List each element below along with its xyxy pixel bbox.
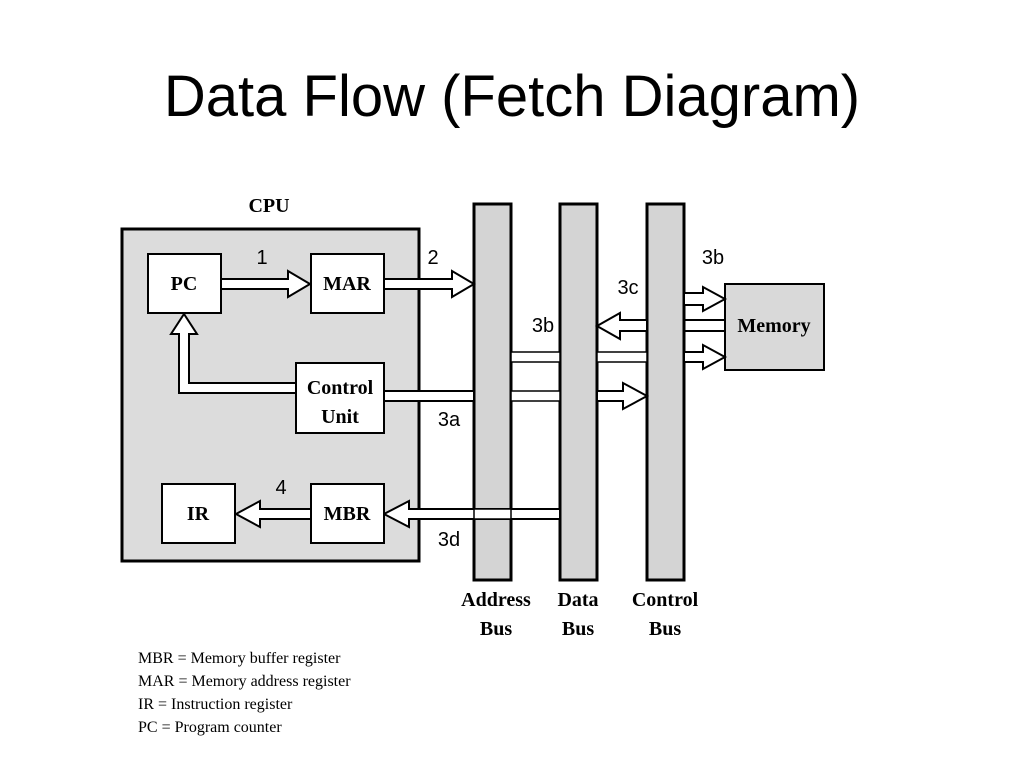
step-label-1: 1: [256, 247, 267, 269]
arrow-control-unit-to-pc: [169, 312, 297, 394]
step-label-2: 2: [427, 247, 438, 269]
control-unit-label-line2: Unit: [321, 406, 359, 428]
data-bus: [558, 202, 599, 582]
legend-item-mbr: MBR = Memory buffer register: [138, 650, 341, 667]
arrow-mar-to-address-bus: [383, 269, 476, 299]
step-label-3d: 3d: [438, 529, 460, 551]
pc-label: PC: [171, 273, 198, 295]
cpu-label: CPU: [248, 195, 289, 217]
control-bus: [645, 202, 686, 582]
mar-register: [310, 253, 385, 314]
ir-label: IR: [187, 503, 210, 525]
arrow-control-unit-to-control-bus: [383, 381, 650, 411]
arrow-control-bus-to-memory-top: [683, 285, 728, 313]
control-bus-label-line1: Control: [632, 589, 699, 611]
arrow-pc-to-mar: [220, 269, 312, 299]
legend-item-pc: PC = Program counter: [138, 719, 282, 736]
arrow-data-bus-to-mbr: [381, 499, 561, 529]
address-bus-label-line2: Bus: [480, 618, 512, 640]
arrow-address-bus-to-memory: [683, 343, 728, 371]
mbr-register: [310, 483, 385, 544]
ir-register: [161, 483, 236, 544]
data-bus-label-line1: Data: [557, 589, 598, 611]
address-bus-label-line1: Address: [461, 589, 531, 611]
arrow-mbr-to-ir: [233, 499, 312, 529]
step-label-3b-mid: 3b: [532, 315, 554, 337]
legend-item-mar: MAR = Memory address register: [138, 673, 351, 690]
step-label-3c: 3c: [617, 277, 638, 299]
arrow-memory-to-data-bus: [594, 311, 725, 341]
memory-block: [724, 283, 825, 371]
legend-item-ir: IR = Instruction register: [138, 696, 293, 713]
slide-title: Data Flow (Fetch Diagram): [163, 64, 861, 129]
legend: MBR = Memory buffer register MAR = Memor…: [138, 647, 351, 739]
step-label-4: 4: [275, 477, 286, 499]
step-label-3b-top: 3b: [702, 247, 724, 269]
mbr-label: MBR: [324, 503, 371, 525]
memory-label: Memory: [737, 315, 810, 337]
mar-label: MAR: [323, 273, 371, 295]
step-label-3a: 3a: [438, 409, 461, 431]
control-bus-label-line2: Bus: [649, 618, 681, 640]
pc-register: [147, 253, 222, 314]
address-bus: [472, 202, 513, 582]
data-bus-label-line2: Bus: [562, 618, 594, 640]
control-unit: [295, 362, 385, 434]
control-unit-label-line1: Control: [307, 377, 374, 399]
